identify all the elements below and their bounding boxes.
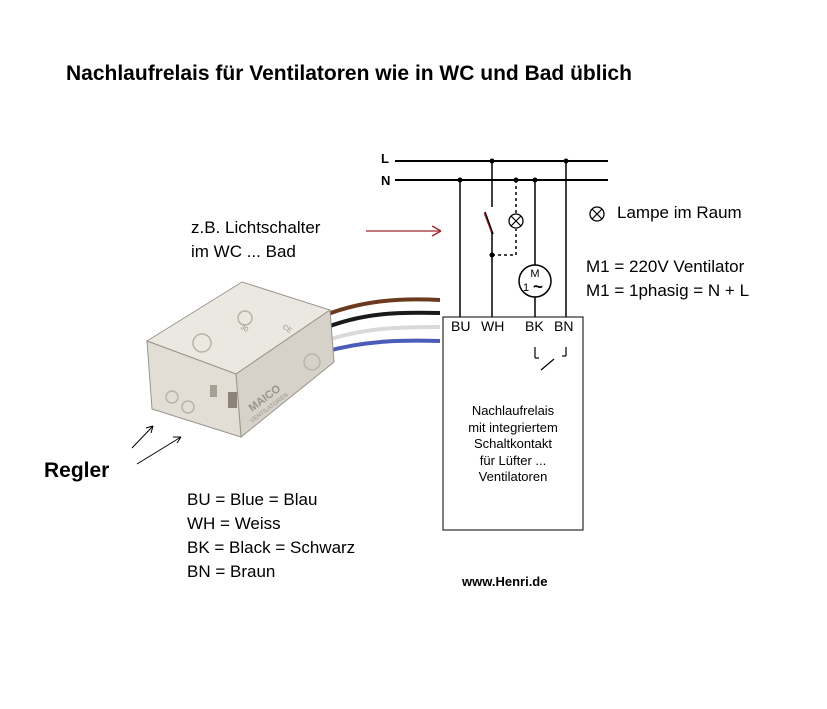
regler-label: Regler [44,459,110,482]
relay-box-line: für Lüfter ... [479,452,547,468]
relay-device-image: MAICO VENTILATOREN CE 30 [145,281,441,438]
lamp-icon [508,213,524,229]
relay-box-line: Ventilatoren [478,469,548,484]
junction-bk-n [532,177,538,183]
lamp-label: Lampe im Raum [617,203,742,222]
terminal-WH: WH [481,318,505,334]
device-cert: CE [281,324,293,335]
motor-symbol-m: M [530,268,539,280]
line-L-label: L [381,151,389,166]
switch-pointer-arrow [366,225,442,237]
terminal-BN: BN [554,318,574,334]
switch-arm-red [483,212,493,235]
page-title: Nachlaufrelais für Ventilatoren wie in W… [66,62,632,85]
junction-bu-n [457,177,463,183]
relay-contact [534,347,567,371]
relay-box-line: mit integriertem [468,419,558,435]
website-credit: www.Henri.de [462,574,548,589]
legend-item: BU = Blue = Blau [187,490,318,509]
junction-bn-l [563,158,569,164]
junction-lamp-n [513,177,519,183]
switch-label-1: z.B. Lichtschalter [191,218,321,237]
legend-item: WH = Weiss [187,514,281,533]
relay-box-line: Schaltkontakt [473,436,553,451]
regler-pointer-arrows [131,425,182,465]
legend-item: BN = Braun [187,562,276,581]
motor-symbol-tilde: ~ [533,277,543,296]
terminal-BU: BU [451,318,471,334]
lamp-legend-icon [589,206,605,222]
motor-label-2: M1 = 1phasig = N + L [586,281,750,300]
motor-symbol-phase: 1 [523,282,529,294]
terminal-BK: BK [525,318,544,334]
relay-box-text: Nachlaufrelais mit integriertem Schaltko… [443,403,583,486]
motor-label-1: M1 = 220V Ventilator [586,257,745,276]
legend-item: BK = Black = Schwarz [187,538,356,557]
junction-switch-l [489,158,495,164]
device-time: 30 [239,324,249,334]
relay-box-line: Nachlaufrelais [471,403,555,418]
relay-box [442,316,584,531]
line-N-label: N [381,173,391,188]
switch-blade [484,211,494,235]
switch-label-2: im WC ... Bad [191,242,296,261]
